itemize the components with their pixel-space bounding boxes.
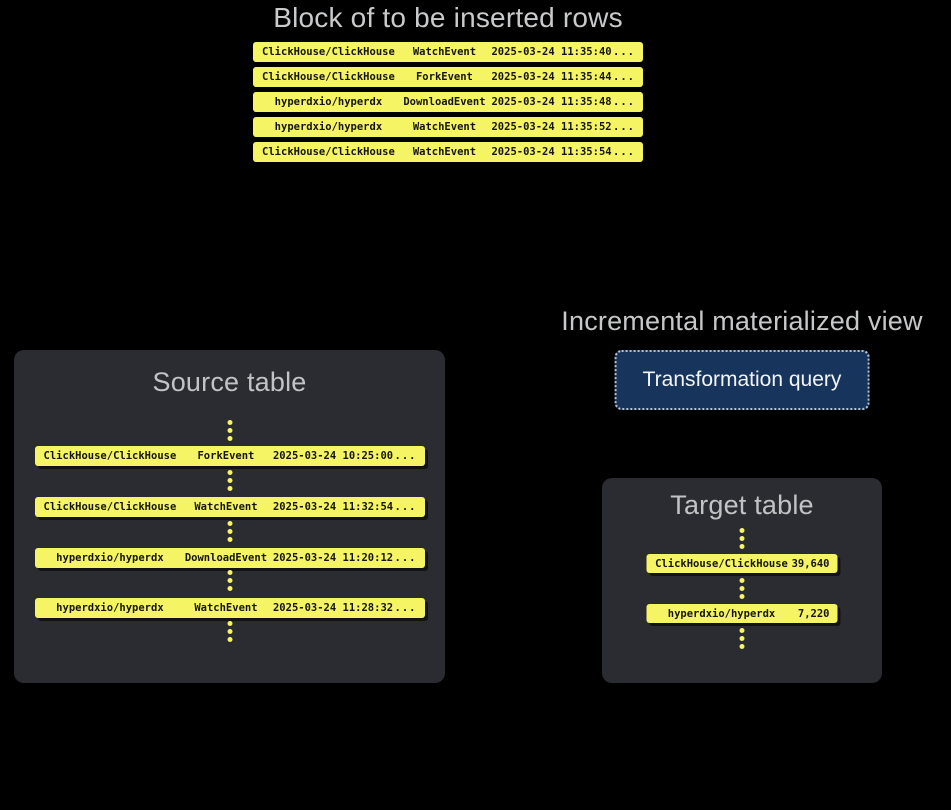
row-repo-cell: ClickHouse/ClickHouse xyxy=(43,450,177,462)
materialized-view-title: Incremental materialized view xyxy=(561,306,923,336)
row-ellipsis-cell: ... xyxy=(613,46,635,58)
transformation-query-label: Transformation query xyxy=(642,368,842,391)
row-repo-cell: ClickHouse/ClickHouse xyxy=(262,46,395,58)
row-repo-cell: ClickHouse/ClickHouse xyxy=(43,501,177,513)
row-ellipsis-cell: ... xyxy=(394,501,417,513)
table-row: hyperdxio/hyperdx DownloadEvent 2025-03-… xyxy=(34,548,425,568)
row-repo-cell: ClickHouse/ClickHouse xyxy=(262,146,395,158)
row-ellipsis-cell: ... xyxy=(613,121,635,133)
row-count-cell: 39,640 xyxy=(791,557,830,570)
row-repo-cell: ClickHouse/ClickHouse xyxy=(655,557,788,570)
row-timestamp-cell: 2025-03-24 11:35:48 xyxy=(491,96,612,108)
row-timestamp-cell: 2025-03-24 11:35:52 xyxy=(491,121,612,133)
row-ellipsis-cell: ... xyxy=(613,71,635,83)
row-ellipsis-cell: ... xyxy=(394,450,417,462)
ellipsis-dots xyxy=(227,470,232,491)
row-repo-cell: ClickHouse/ClickHouse xyxy=(262,71,395,83)
target-table-title: Target table xyxy=(670,490,814,520)
row-event-cell: ForkEvent xyxy=(415,71,473,83)
row-ellipsis-cell: ... xyxy=(613,96,635,108)
table-row: ClickHouse/ClickHouse ForkEvent 2025-03-… xyxy=(34,446,425,466)
inserted-rows-list: ClickHouse/ClickHouse WatchEvent 2025-03… xyxy=(253,42,643,162)
row-repo-cell: hyperdxio/hyperdx xyxy=(667,607,776,620)
row-timestamp-cell: 2025-03-24 11:28:32 xyxy=(272,602,394,614)
table-row: ClickHouse/ClickHouse ForkEvent 2025-03-… xyxy=(253,67,643,87)
table-row: ClickHouse/ClickHouse WatchEvent 2025-03… xyxy=(34,497,425,517)
row-repo-cell: hyperdxio/hyperdx xyxy=(274,121,383,133)
row-event-cell: ForkEvent xyxy=(197,450,255,462)
row-repo-cell: hyperdxio/hyperdx xyxy=(56,602,164,614)
row-repo-cell: hyperdxio/hyperdx xyxy=(274,96,383,108)
row-timestamp-cell: 2025-03-24 11:20:12 xyxy=(272,552,394,564)
ellipsis-dots xyxy=(227,420,232,441)
inserted-rows-title: Block of to be inserted rows xyxy=(273,2,623,33)
inserted-rows-block: Block of to be inserted rows ClickHouse/… xyxy=(253,2,643,162)
target-table-panel: Target table ClickHouse/ClickHouse 39,64… xyxy=(602,478,882,683)
row-count-cell: 7,220 xyxy=(797,607,830,620)
row-repo-cell: hyperdxio/hyperdx xyxy=(56,552,164,564)
table-row: hyperdxio/hyperdx DownloadEvent 2025-03-… xyxy=(253,92,643,112)
row-event-cell: WatchEvent xyxy=(412,121,477,133)
table-row: ClickHouse/ClickHouse WatchEvent 2025-03… xyxy=(253,42,643,62)
ellipsis-dots xyxy=(739,578,745,599)
row-timestamp-cell: 2025-03-24 11:32:54 xyxy=(272,501,394,513)
row-event-cell: DownloadEvent xyxy=(403,96,486,108)
table-row: ClickHouse/ClickHouse WatchEvent 2025-03… xyxy=(253,142,643,162)
row-event-cell: WatchEvent xyxy=(194,501,258,513)
table-row: hyperdxio/hyperdx 7,220 xyxy=(646,604,838,623)
row-timestamp-cell: 2025-03-24 11:35:40 xyxy=(491,46,612,58)
row-timestamp-cell: 2025-03-24 11:35:44 xyxy=(491,71,612,83)
row-event-cell: WatchEvent xyxy=(194,602,258,614)
source-table-panel: Source table ClickHouse/ClickHouse ForkE… xyxy=(14,350,445,683)
ellipsis-dots xyxy=(227,570,232,591)
source-table-title: Source table xyxy=(152,367,307,397)
row-event-cell: WatchEvent xyxy=(412,146,477,158)
row-ellipsis-cell: ... xyxy=(613,146,635,158)
row-timestamp-cell: 2025-03-24 11:35:54 xyxy=(491,146,612,158)
row-timestamp-cell: 2025-03-24 10:25:00 xyxy=(272,450,394,462)
table-row: hyperdxio/hyperdx WatchEvent 2025-03-24 … xyxy=(253,117,643,137)
row-event-cell: WatchEvent xyxy=(412,46,477,58)
table-row: ClickHouse/ClickHouse 39,640 xyxy=(646,554,838,573)
ellipsis-dots xyxy=(227,621,232,642)
ellipsis-dots xyxy=(227,521,232,542)
row-event-cell: DownloadEvent xyxy=(184,552,268,564)
row-ellipsis-cell: ... xyxy=(394,602,417,614)
row-ellipsis-cell: ... xyxy=(394,552,417,564)
ellipsis-dots xyxy=(739,528,745,549)
ellipsis-dots xyxy=(739,628,745,649)
table-row: hyperdxio/hyperdx WatchEvent 2025-03-24 … xyxy=(34,598,425,618)
transformation-query-box: Transformation query xyxy=(614,350,870,410)
